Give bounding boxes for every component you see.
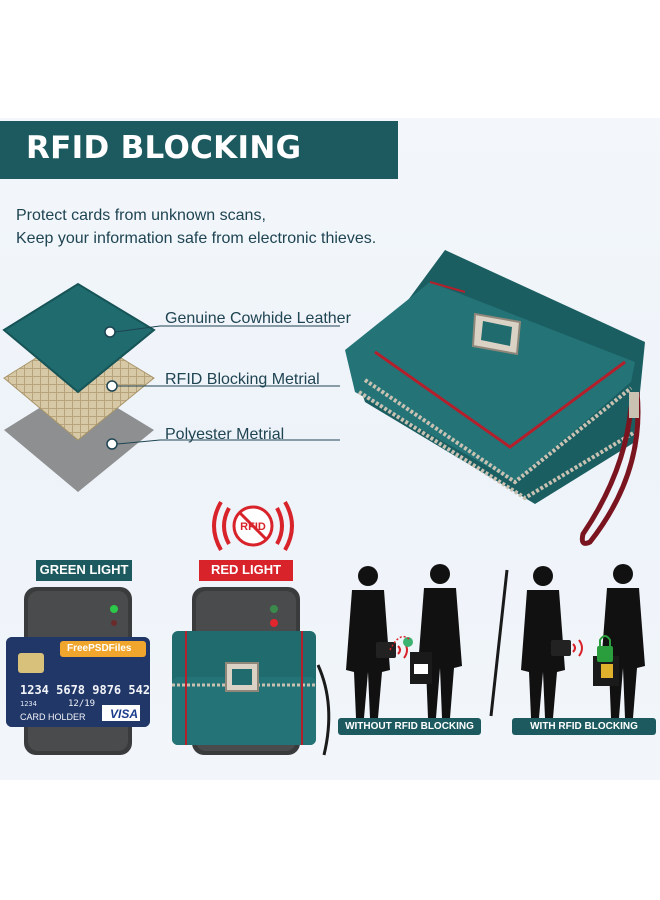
leather-marker <box>104 326 116 338</box>
card-expiry-small: 1234 <box>20 700 37 708</box>
layer-diagram: Genuine Cowhide Leather RFID Blocking Me… <box>0 280 351 500</box>
rfid-icon-label: RFID <box>240 521 266 533</box>
card-number: 1234 5678 9876 5421 <box>20 683 158 697</box>
scan-check-icon <box>403 637 413 647</box>
rfid-marker <box>106 380 118 392</box>
blocked-scan-illustration <box>521 564 645 718</box>
card-reader-green <box>6 587 150 755</box>
page-title: RFID BLOCKING <box>26 130 302 166</box>
card-brand-tag: FreePSDFiles <box>67 643 132 654</box>
wallet-product-image <box>345 250 645 546</box>
subtitle-line-2: Keep your information safe from electron… <box>16 230 377 247</box>
red-led-icon <box>270 619 278 627</box>
subtitle: Protect cards from unknown scans, Keep y… <box>16 204 376 250</box>
rfid-blocked-icon: RFID <box>212 500 294 552</box>
subtitle-line-1: Protect cards from unknown scans, <box>16 207 266 224</box>
thief-scan-illustration <box>346 564 462 718</box>
lock-icon <box>597 646 613 662</box>
green-led-icon <box>110 605 118 613</box>
divider-line <box>489 569 509 717</box>
leather-layer <box>4 284 154 392</box>
layer-stack-illustration <box>2 282 340 492</box>
card-reader-red <box>172 587 331 756</box>
layer-label-polyester: Polyester Metrial <box>165 426 285 443</box>
without-blocking-caption: WITHOUT RFID BLOCKING <box>338 718 481 735</box>
polyester-marker <box>106 438 118 450</box>
layer-label-leather: Genuine Cowhide Leather <box>165 310 351 327</box>
card-expiry: 12/19 <box>68 699 96 709</box>
green-light-badge: GREEN LIGHT <box>36 560 132 581</box>
chip-icon <box>18 653 44 673</box>
card-network: VISA <box>110 707 139 721</box>
with-blocking-caption: WITH RFID BLOCKING <box>512 718 656 735</box>
title-banner <box>0 121 398 179</box>
layer-label-rfid: RFID Blocking Metrial <box>165 371 320 388</box>
red-light-badge: RED LIGHT <box>199 560 293 581</box>
card-holder: CARD HOLDER <box>20 712 86 722</box>
